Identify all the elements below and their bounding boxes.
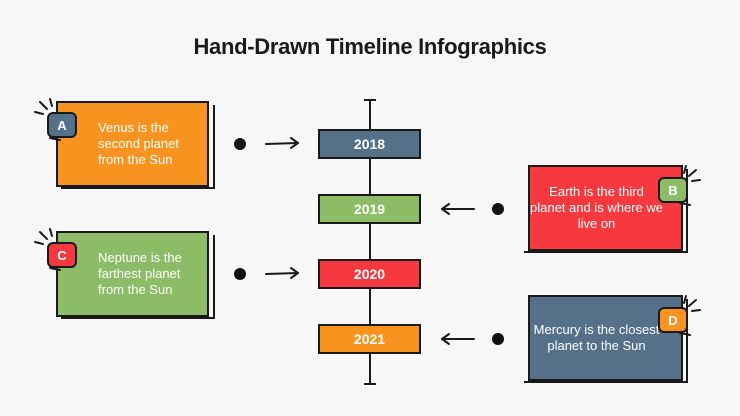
card-c-tag: C [47, 242, 77, 268]
arrow-right-icon [265, 137, 299, 149]
card-b-shadow [524, 169, 688, 253]
timeline-axis [369, 101, 371, 385]
card-d-tag: D [658, 307, 688, 333]
connector-dot-d [492, 333, 504, 345]
card-a: Venus is the second planet from the Sun [56, 101, 209, 187]
card-d: Mercury is the closest planet to the Sun [528, 295, 683, 381]
tag-fold-d [679, 332, 691, 336]
spark-icon [683, 165, 701, 182]
spark-icon [34, 228, 53, 245]
card-d-text: Mercury is the closest planet to the Sun [533, 322, 660, 353]
timeline-axis-top-cap [364, 99, 376, 101]
connector-dot-b [492, 203, 504, 215]
tag-fold-b [679, 202, 691, 206]
card-c: Neptune is the farthest planet from the … [56, 231, 209, 317]
timeline-axis-bottom-cap [364, 383, 376, 385]
card-a-shadow [61, 105, 215, 189]
year-label-2018: 2018 [318, 129, 421, 159]
card-c-text: Neptune is the farthest planet from the … [98, 250, 182, 297]
spark-icon [683, 295, 701, 312]
page-title: Hand-Drawn Timeline Infographics [193, 34, 547, 59]
connector-dot-c [234, 268, 246, 280]
arrow-right-icon [265, 267, 299, 279]
card-b-tag: B [658, 177, 688, 203]
card-b-text: Earth is the third planet and is where w… [530, 184, 663, 231]
card-a-tag: A [47, 112, 77, 138]
connector-dot-a [234, 138, 246, 150]
card-c-shadow [61, 235, 215, 319]
spark-icon [34, 98, 53, 115]
year-label-2021: 2021 [318, 324, 421, 354]
year-label-2019: 2019 [318, 194, 421, 224]
card-a-text: Venus is the second planet from the Sun [98, 120, 179, 167]
card-b: Earth is the third planet and is where w… [528, 165, 683, 251]
card-d-shadow [524, 299, 688, 383]
arrow-left-icon [441, 203, 475, 215]
year-label-2020: 2020 [318, 259, 421, 289]
arrow-left-icon [441, 333, 475, 345]
tag-fold-a [49, 137, 61, 141]
tag-fold-c [49, 267, 61, 271]
